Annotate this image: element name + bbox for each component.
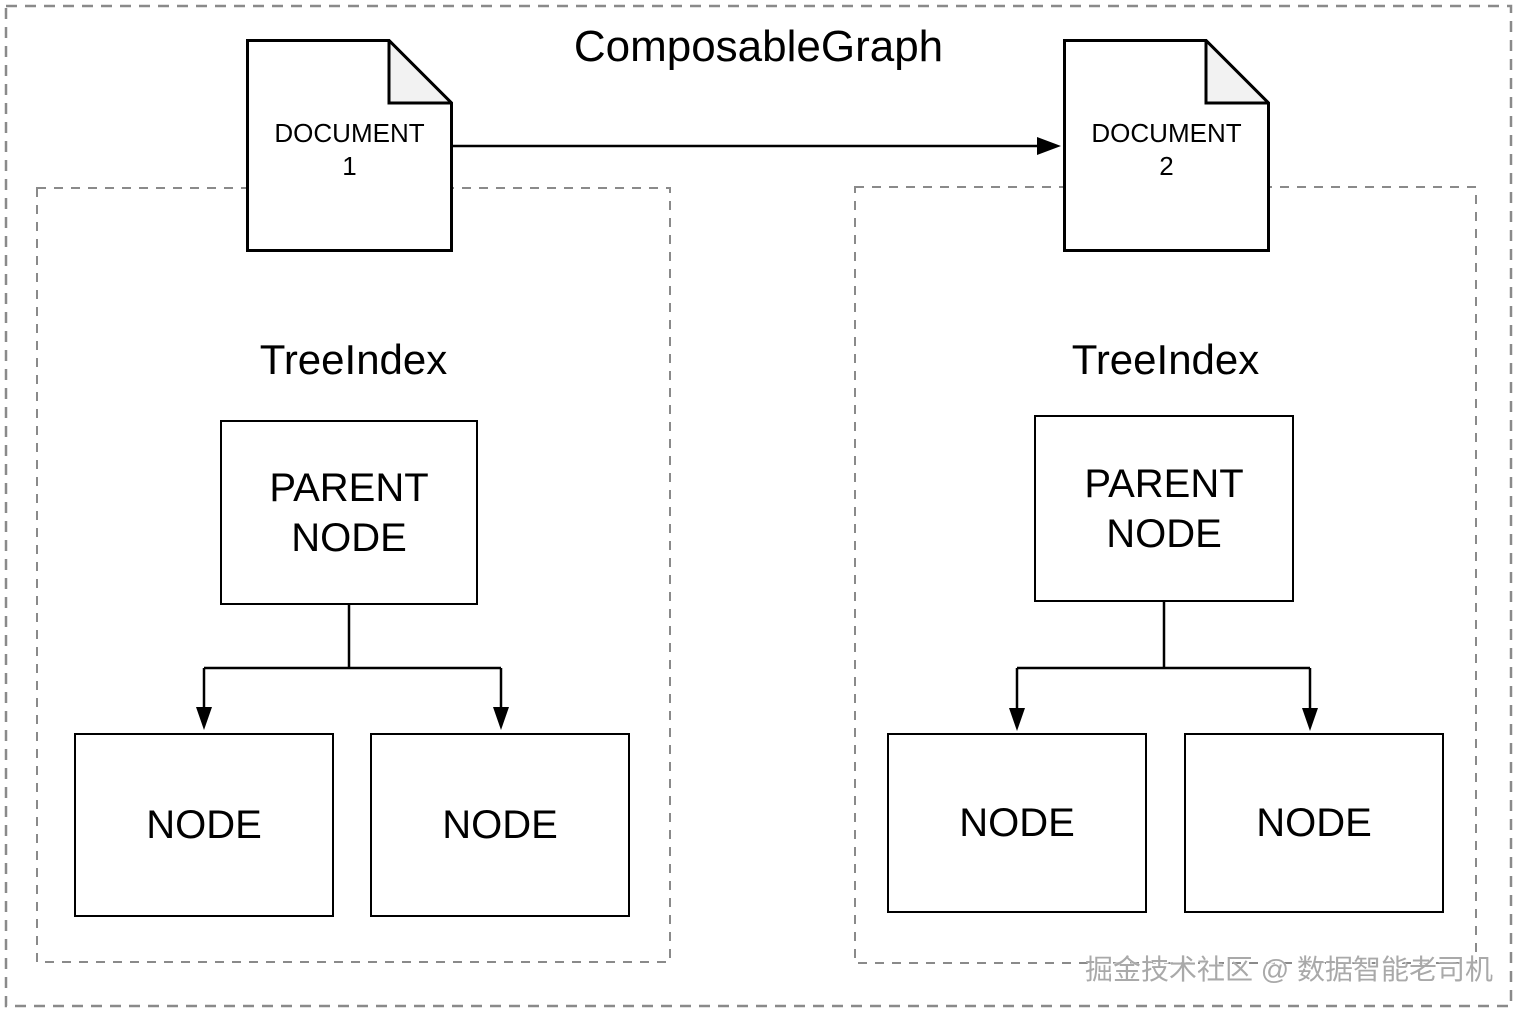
- document-1-shape: DOCUMENT 1: [246, 39, 453, 252]
- node-1b: NODE: [370, 733, 630, 917]
- document-icon: [246, 39, 453, 252]
- tree-index-2-label: TreeIndex: [1071, 336, 1260, 383]
- arrowhead-right-child-1: [1009, 708, 1025, 731]
- arrowhead-left-child-1: [196, 707, 212, 730]
- tree-index-1-container: [36, 187, 671, 963]
- node-1a: NODE: [74, 733, 334, 917]
- document-1-label-text: DOCUMENT: [274, 118, 425, 148]
- parent-node-1: PARENT NODE: [220, 420, 478, 605]
- node-2a: NODE: [887, 733, 1147, 913]
- document-2-label: DOCUMENT 2: [1063, 117, 1270, 183]
- document-1-label: DOCUMENT 1: [246, 117, 453, 183]
- tree1-connector: [196, 605, 509, 730]
- tree2-connector: [1009, 602, 1318, 731]
- document-2-label-text: DOCUMENT: [1091, 118, 1242, 148]
- document-fold-corner: [387, 39, 453, 105]
- outer-dashed-border: [4, 4, 1513, 1008]
- arrowhead-right-child-2: [1302, 708, 1318, 731]
- diagram-title: ComposableGraph: [573, 22, 944, 71]
- document-2-shape: DOCUMENT 2: [1063, 39, 1270, 252]
- document-2-number: 2: [1159, 151, 1174, 181]
- document-fold-corner: [1204, 39, 1270, 105]
- tree-index-1-label: TreeIndex: [259, 336, 448, 383]
- arrowhead-left-child-2: [493, 707, 509, 730]
- watermark-text: 掘金技术社区 @ 数据智能老司机: [1085, 954, 1493, 985]
- parent-node-2: PARENT NODE: [1034, 415, 1294, 602]
- document-icon: [1063, 39, 1270, 252]
- doc1-to-doc2-arrow: [453, 137, 1061, 155]
- document-1-number: 1: [342, 151, 357, 181]
- node-2b: NODE: [1184, 733, 1444, 913]
